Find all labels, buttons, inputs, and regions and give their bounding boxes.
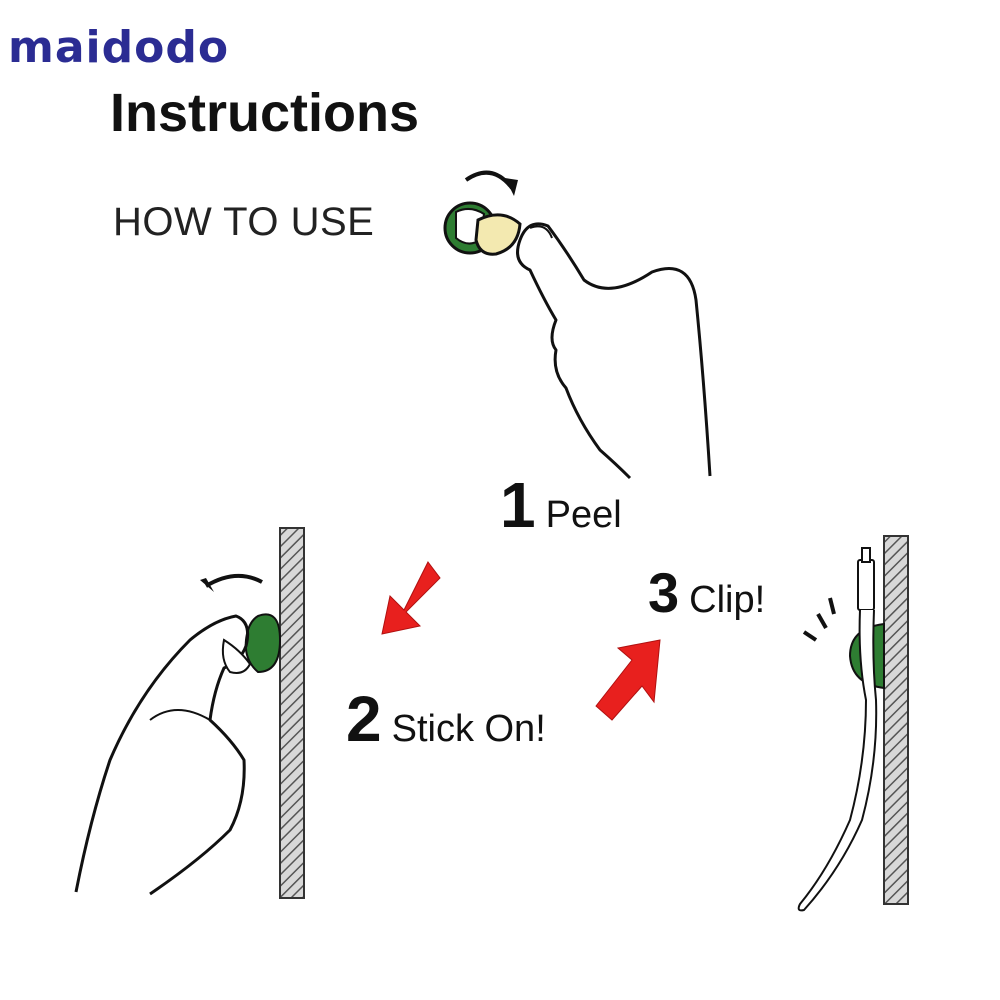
- step-label: Clip!: [689, 579, 766, 621]
- step-number: 1: [500, 469, 536, 541]
- step-label: Stick On!: [391, 708, 546, 750]
- rotate-arrow-icon: [464, 170, 514, 190]
- red-arrow-down-icon: [381, 561, 441, 635]
- adhesive-strip-icon: [474, 213, 522, 256]
- green-clip-icon: [244, 613, 282, 674]
- brand-logo: maidodo: [8, 22, 230, 73]
- page-subtitle: HOW TO USE: [113, 200, 375, 244]
- peel-illustration: [443, 170, 712, 480]
- page-title: Instructions: [110, 83, 420, 143]
- clip-illustration: [797, 547, 885, 912]
- step-number: 3: [648, 561, 680, 624]
- wall-icon: [279, 527, 305, 899]
- press-arrow-icon: [204, 574, 263, 588]
- hand-outline-icon: [74, 614, 250, 896]
- click-sound-icon: [802, 597, 836, 642]
- red-arrow-up-icon: [595, 639, 661, 721]
- step-label: Peel: [545, 494, 622, 536]
- wall-icon: [883, 535, 909, 905]
- step-number: 2: [346, 683, 382, 755]
- hand-outline-icon: [516, 222, 712, 480]
- cable-icon: [797, 609, 878, 912]
- stick-illustration: [74, 574, 282, 896]
- usb-plug-icon: [857, 559, 875, 611]
